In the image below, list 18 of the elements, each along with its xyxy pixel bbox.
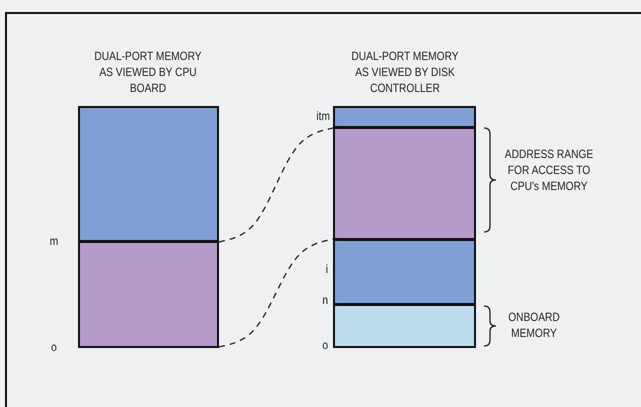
- caption-text: ADDRESS RANGE FOR ACCESS TO CPU's MEMORY: [504, 146, 594, 194]
- axis-marker: i: [324, 261, 328, 277]
- memory-segment: [333, 106, 476, 128]
- caption-text: DUAL-PORT MEMORY AS VIEWED BY DISK CONTROLLER: [350, 48, 460, 96]
- memory-segment: [78, 106, 219, 242]
- axis-marker: m: [48, 233, 60, 249]
- axis-marker: n: [321, 292, 328, 308]
- memory-segment: [333, 127, 476, 240]
- axis-marker: o: [50, 339, 58, 355]
- memory-segment: [333, 304, 476, 348]
- axis-marker: itm: [315, 108, 330, 124]
- caption-text: ONBOARD MEMORY: [507, 309, 561, 341]
- dashed-connector: [218, 238, 334, 348]
- dashed-connector: [218, 127, 334, 243]
- axis-marker: o: [321, 337, 328, 353]
- memory-segment: [78, 241, 219, 348]
- caption-text: DUAL-PORT MEMORY AS VIEWED BY CPU BOARD: [93, 48, 203, 96]
- memory-segment: [333, 239, 476, 305]
